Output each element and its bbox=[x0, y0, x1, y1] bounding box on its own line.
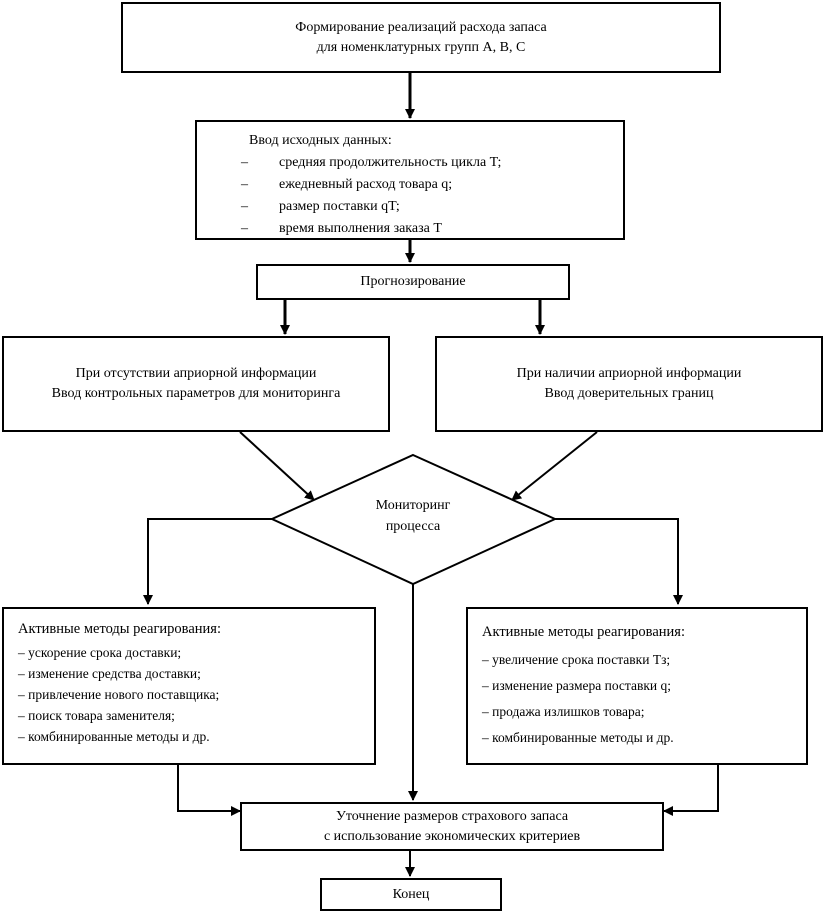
formation-box: Формирование реализаций расхода запаса д… bbox=[121, 2, 721, 73]
list-item: – ускорение срока доставки; bbox=[18, 645, 182, 660]
end-box: Конец bbox=[320, 878, 502, 911]
right-active-methods-box: Активные методы реагирования: – увеличен… bbox=[466, 607, 808, 765]
monitoring-label: Мониторинг процесса bbox=[375, 498, 451, 534]
list-item: – привлечение нового поставщика; bbox=[18, 687, 220, 702]
no-prior-line-2: Ввод контрольных параметров для монитори… bbox=[51, 386, 341, 401]
input-item: –средняя продолжительность цикла T; bbox=[241, 155, 502, 170]
prior-line-2: Ввод доверительных границ bbox=[544, 386, 714, 401]
input-data-heading: Ввод исходных данных: bbox=[249, 133, 392, 148]
no-prior-line-1: При отсутствии априорной информации bbox=[75, 366, 317, 381]
refine-safety-stock-box: Уточнение размеров страхового запаса с и… bbox=[240, 802, 664, 851]
formation-line-1: Формирование реализаций расхода запаса bbox=[295, 19, 547, 35]
no-prior-info-box: При отсутствии априорной информации Ввод… bbox=[2, 336, 390, 432]
prior-info-box: При наличии априорной информации Ввод до… bbox=[435, 336, 823, 432]
forecasting-label: Прогнозирование bbox=[360, 274, 466, 289]
left-methods-heading: Активные методы реагирования: bbox=[18, 621, 221, 637]
arrow-prior-to-monitoring bbox=[511, 431, 598, 501]
input-data-box: Ввод исходных данных: –средняя продолжит… bbox=[195, 120, 625, 240]
arrow-no-prior-to-monitoring bbox=[239, 431, 315, 501]
list-item: – продажа излишков товара; bbox=[482, 704, 645, 719]
left-active-methods-box: Активные методы реагирования: – ускорени… bbox=[2, 607, 376, 765]
list-item: – изменение средства доставки; bbox=[18, 666, 201, 681]
list-item: – поиск товара заменителя; bbox=[18, 708, 175, 723]
arrow-monitoring-to-right-methods bbox=[555, 518, 683, 605]
formation-line-2: для номенклатурных групп A, B, C bbox=[316, 39, 526, 55]
prior-line-1: При наличии априорной информации bbox=[516, 366, 742, 381]
list-item: – увеличение срока поставки Tз; bbox=[482, 652, 671, 667]
right-methods-heading: Активные методы реагирования: bbox=[482, 624, 685, 640]
end-label: Конец bbox=[392, 886, 430, 902]
input-item: –размер поставки qT; bbox=[241, 199, 400, 214]
list-item: – комбинированные методы и др. bbox=[18, 729, 210, 744]
arrow-monitoring-to-left-methods bbox=[143, 518, 272, 605]
forecasting-box: Прогнозирование bbox=[256, 264, 570, 300]
refine-line-2: с использование экономических критериев bbox=[323, 828, 581, 844]
input-item: –ежедневный расход товара q; bbox=[241, 177, 453, 192]
list-item: – изменение размера поставки q; bbox=[482, 678, 671, 693]
input-item: –время выполнения заказа T bbox=[241, 221, 442, 236]
arrow-right-methods-to-refine bbox=[663, 765, 719, 816]
refine-line-1: Уточнение размеров страхового запаса bbox=[335, 808, 569, 824]
list-item: – комбинированные методы и др. bbox=[482, 730, 674, 745]
arrow-left-methods-to-refine bbox=[177, 765, 241, 816]
monitoring-decision-diamond bbox=[269, 453, 558, 586]
